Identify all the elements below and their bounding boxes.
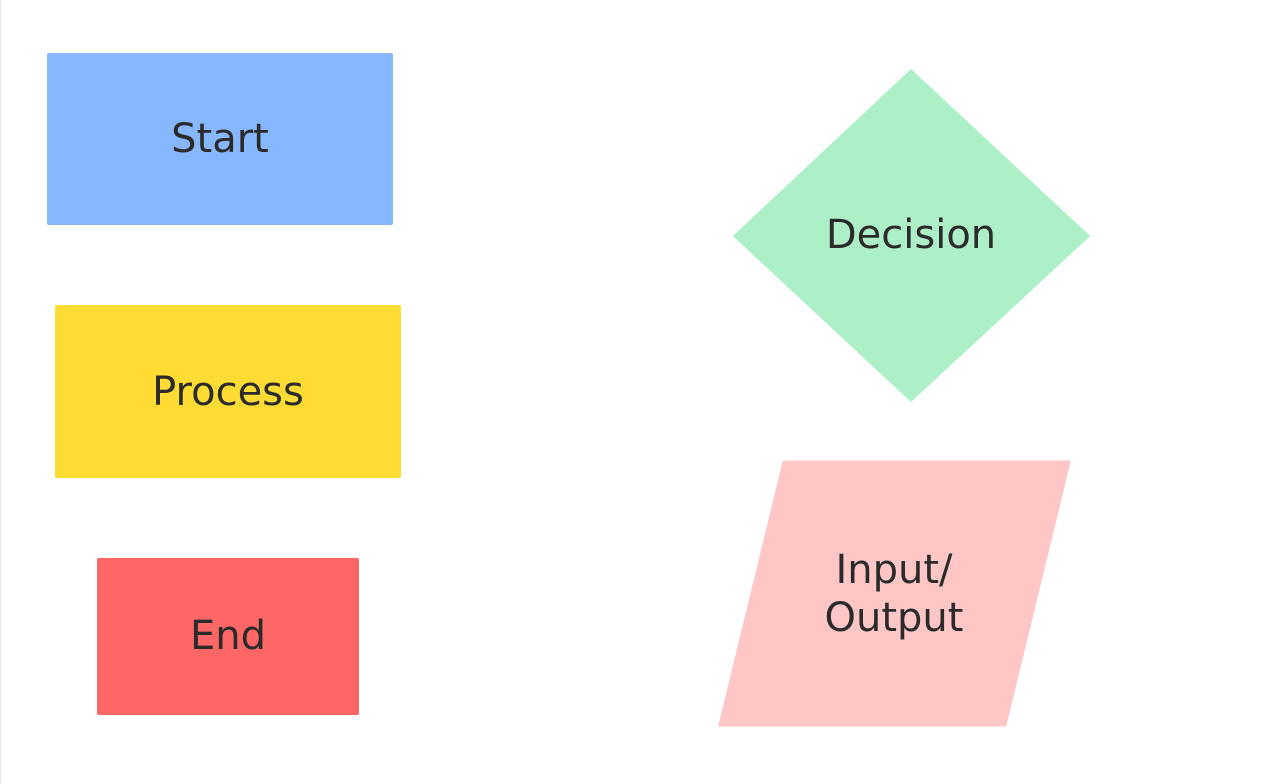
decision-label: Decision xyxy=(826,212,996,258)
decision-shape[interactable]: Decision xyxy=(733,69,1090,402)
end-shape-body[interactable] xyxy=(97,558,359,715)
decision-shape-body[interactable] xyxy=(733,69,1090,402)
start-shape[interactable]: Start xyxy=(47,53,393,225)
start-label: Start xyxy=(171,116,269,162)
end-label: End xyxy=(190,613,266,659)
process-label: Process xyxy=(152,369,304,415)
end-shape[interactable]: End xyxy=(97,558,359,715)
input-output-shape[interactable]: Input/Output xyxy=(718,460,1071,727)
input-output-label: Output xyxy=(825,595,964,641)
start-shape-body[interactable] xyxy=(47,53,393,225)
input-output-shape-body[interactable] xyxy=(718,460,1071,727)
process-shape-body[interactable] xyxy=(55,305,401,478)
input-output-label: Input/ xyxy=(835,547,953,593)
process-shape[interactable]: Process xyxy=(55,305,401,478)
